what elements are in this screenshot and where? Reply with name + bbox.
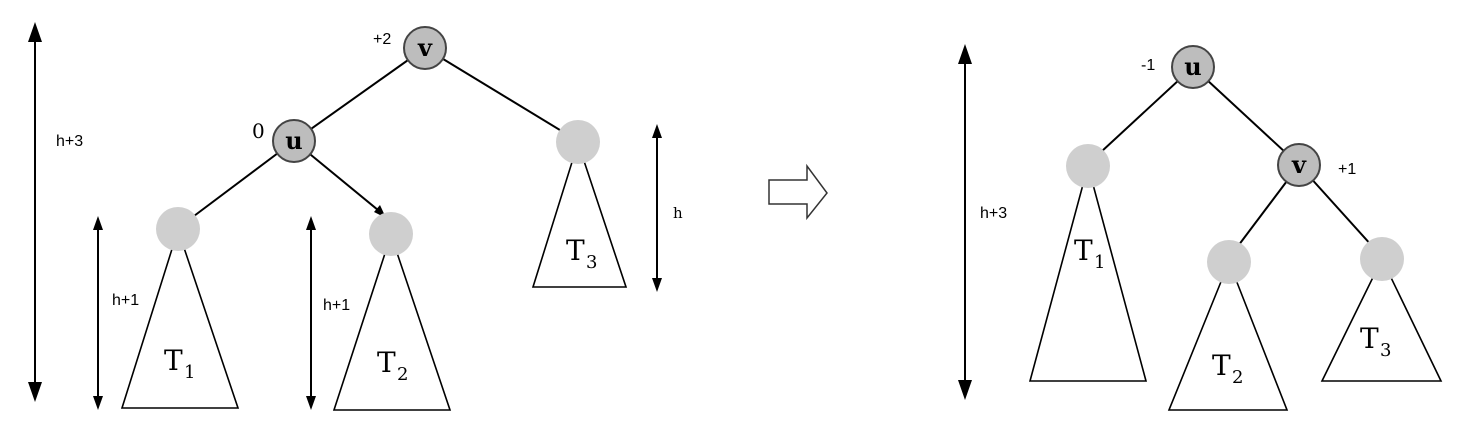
left-total-height-arrow bbox=[28, 22, 42, 402]
left-t3-height-label: h bbox=[673, 204, 683, 222]
svg-text:3: 3 bbox=[586, 252, 597, 273]
right-t3-label: T 3 bbox=[1360, 322, 1391, 361]
left-t3-label: T 3 bbox=[566, 234, 597, 273]
edge-u-t1-right bbox=[1087, 66, 1194, 165]
right-subtree-t2 bbox=[1167, 259, 1289, 411]
left-t2-label: T 2 bbox=[377, 346, 408, 385]
svg-text:1: 1 bbox=[1094, 252, 1105, 273]
left-subtree-t2 bbox=[332, 232, 452, 411]
right-v-balance: +1 bbox=[1338, 161, 1356, 178]
svg-text:v: v bbox=[1291, 150, 1307, 179]
right-t1-label: T 1 bbox=[1074, 234, 1105, 273]
right-node-v: v bbox=[1277, 143, 1321, 187]
left-t2-height-arrow bbox=[306, 216, 316, 410]
left-t3-height-arrow bbox=[652, 124, 662, 292]
left-tree: h+3 T 1 T 2 T 3 v +2 bbox=[28, 22, 683, 411]
svg-text:2: 2 bbox=[1232, 367, 1243, 388]
right-t1-root-node bbox=[1066, 144, 1110, 188]
edge-u-t1 bbox=[177, 140, 295, 229]
left-v-balance: +2 bbox=[373, 31, 391, 48]
svg-text:3: 3 bbox=[1380, 340, 1391, 361]
rotation-arrow-icon bbox=[768, 163, 828, 221]
svg-text:T: T bbox=[164, 344, 183, 377]
svg-text:u: u bbox=[285, 126, 302, 155]
svg-text:2: 2 bbox=[397, 364, 408, 385]
left-t2-root-node bbox=[369, 212, 413, 256]
left-t1-height-label: h+1 bbox=[112, 292, 139, 309]
left-subtree-t1 bbox=[120, 227, 240, 409]
left-subtree-t3 bbox=[531, 140, 628, 288]
right-t3-root-node bbox=[1360, 237, 1404, 281]
svg-text:T: T bbox=[1360, 322, 1379, 355]
edge-u-v-right bbox=[1192, 66, 1300, 166]
left-t1-root-node bbox=[156, 207, 200, 251]
svg-text:v: v bbox=[417, 33, 433, 62]
right-u-balance: -1 bbox=[1141, 57, 1155, 74]
right-total-height-label: h+3 bbox=[980, 205, 1007, 222]
right-node-u: u bbox=[1171, 45, 1215, 89]
left-t3-root-node bbox=[556, 120, 600, 164]
edge-v-u bbox=[293, 47, 426, 142]
svg-text:T: T bbox=[1212, 349, 1231, 382]
left-node-v: v bbox=[403, 26, 447, 70]
left-u-balance: 0 bbox=[252, 119, 265, 143]
svg-text:u: u bbox=[1184, 52, 1201, 81]
right-total-height-arrow bbox=[958, 44, 972, 400]
left-t2-height-label: h+1 bbox=[323, 297, 350, 314]
svg-text:1: 1 bbox=[184, 362, 195, 383]
right-t2-root-node bbox=[1207, 240, 1251, 284]
edge-v-t3 bbox=[424, 47, 579, 142]
right-subtree-t3 bbox=[1320, 257, 1443, 382]
left-total-height-label: h+3 bbox=[56, 133, 83, 150]
right-t2-label: T 2 bbox=[1212, 349, 1243, 388]
left-t1-height-arrow bbox=[93, 216, 103, 410]
right-tree: h+3 T 1 T 2 T 3 u -1 bbox=[958, 44, 1443, 411]
left-t1-label: T 1 bbox=[164, 344, 195, 383]
right-subtree-t1 bbox=[1028, 162, 1148, 382]
svg-text:T: T bbox=[1074, 234, 1093, 267]
svg-text:T: T bbox=[377, 346, 396, 379]
left-node-u: u bbox=[272, 119, 316, 163]
svg-text:T: T bbox=[566, 234, 585, 267]
